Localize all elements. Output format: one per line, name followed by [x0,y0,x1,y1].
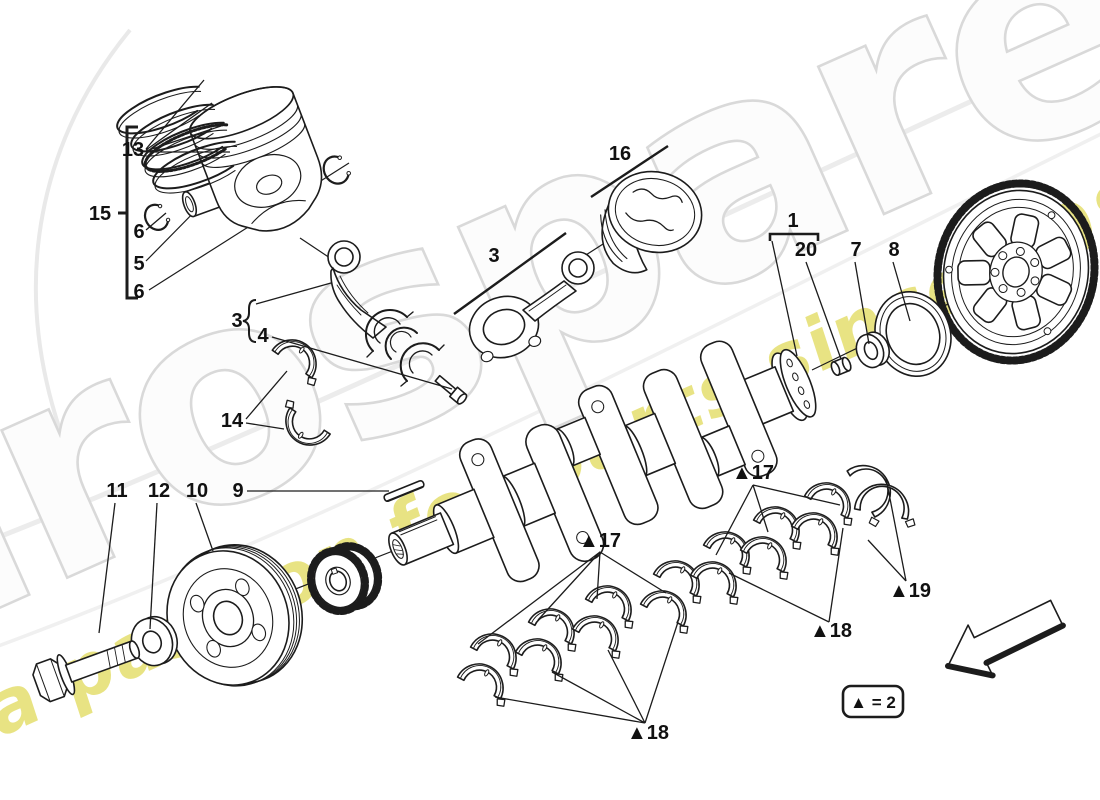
callout-tri-17[interactable]: ▲17 [579,530,621,552]
connecting-rod [468,251,595,363]
legend-text: ▲ = 2 [850,693,896,712]
locating-bush [830,356,852,377]
callout-7[interactable]: 7 [850,239,861,261]
legend-box: ▲ = 2 [841,684,905,719]
circlip [322,155,352,185]
callout-14[interactable]: 14 [221,410,244,432]
pulley-washer [130,615,179,667]
callout-1[interactable]: 1 [787,210,798,232]
circlip [143,203,171,231]
callout-11[interactable]: 11 [106,480,127,502]
pulley-bolt [32,640,141,703]
timing-sprocket [307,542,383,616]
callout-15[interactable]: 15 [89,203,111,225]
piston [600,170,703,274]
callout-6[interactable]: 6 [133,221,144,243]
callout-10[interactable]: 10 [186,480,208,502]
direction-arrow [945,599,1066,679]
woodruff-key [383,479,425,503]
callout-20[interactable]: 20 [795,239,817,261]
callout-16[interactable]: 16 [609,143,631,165]
crankshaft-seal [874,290,952,378]
callout-8[interactable]: 8 [888,239,899,261]
rod-cap [399,342,445,387]
rod-bearing-shell [384,326,418,360]
callout-9[interactable]: 9 [232,480,243,502]
callout-tri-19[interactable]: ▲19 [889,580,931,602]
leader-lines [98,79,911,724]
callout-3[interactable]: 3 [231,310,242,332]
flywheel-bolt-holes [990,246,1040,297]
crankshaft [388,340,817,583]
callout-5[interactable]: 5 [133,253,144,275]
main-bearing-shells [454,553,707,718]
callout-4[interactable]: 4 [257,325,269,347]
flywheel [933,179,1099,365]
callout-3[interactable]: 3 [488,245,499,267]
callout-tri-18[interactable]: ▲18 [627,722,669,744]
callout-13[interactable]: 13 [122,139,144,161]
callout-tri-17[interactable]: ▲17 [732,462,774,484]
callout-6[interactable]: 6 [133,281,144,303]
flywheel-spoke-windows [957,213,1073,331]
rod-bolt [434,374,468,405]
connecting-rod [327,240,414,358]
piston-rings [116,85,238,194]
callout-12[interactable]: 12 [148,480,170,502]
callout-tri-18[interactable]: ▲18 [810,620,852,642]
